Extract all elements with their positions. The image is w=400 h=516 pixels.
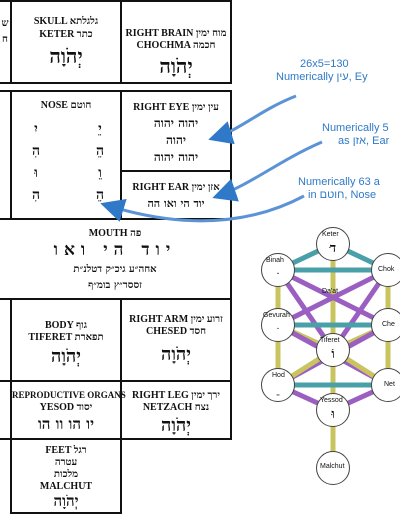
tiferet-name: Tiferet — [320, 337, 340, 344]
nose-letter: הִ — [31, 143, 41, 159]
sefira-keter-node: Keter ּד — [316, 227, 350, 261]
nose-right-column: יֵ הֵ וֵ הֵ — [90, 118, 110, 206]
nose-annotation-line2: in חוטם, Nose — [308, 189, 377, 201]
netzach-label: NETZACH נצח — [142, 402, 210, 413]
right-brain-divine-name: יְהֹוָה — [159, 54, 193, 78]
gevurah-name: Gevurah — [263, 312, 290, 319]
daat-name: Da'at — [322, 288, 339, 295]
right-eye-line3: יהוה יהוה — [153, 150, 199, 164]
chesed-label: CHESED חסד — [145, 326, 207, 337]
nose-letter: הִ — [31, 187, 41, 203]
reproductive-label: REPRODUCTIVE ORGANS — [12, 390, 126, 400]
nose-letter: וּ — [34, 165, 38, 181]
nose-annotation: Numerically 63 a in חוטם, Nose — [298, 176, 400, 202]
chesed-name: Che — [382, 321, 395, 328]
reproductive-divine-name: יו הו וו הו — [37, 415, 95, 433]
right-leg-label: RIGHT LEG ירך ימין — [132, 390, 220, 401]
malchut-hebrew-label: מלכות — [53, 469, 79, 480]
sefira-malchut-node: Malchut — [316, 451, 350, 485]
left-partial-label: ש — [1, 18, 9, 29]
yesod-name: Yessod — [320, 397, 343, 404]
eye-annotation-line1: 26x5=130 — [300, 58, 349, 70]
malchut-label: MALCHUT — [39, 481, 93, 492]
ear-annotation-line1: Numerically 5 — [322, 122, 389, 134]
right-eye-label: RIGHT EYE עין ימין — [133, 102, 219, 113]
feet-label: FEET רגל — [45, 445, 87, 456]
right-eye-line1: יהוה יהוה — [153, 116, 199, 130]
nose-label: NOSE חוטם — [40, 100, 92, 111]
chochma-name: Chok — [378, 266, 395, 273]
hod-glyph: ֵ — [262, 381, 294, 397]
eye-annotation: 26x5=130 Numerically עין, Ey — [242, 58, 400, 84]
skull-label: SKULL גלגלתא — [33, 16, 99, 27]
ear-annotation-line2: as אזן, Ear — [338, 135, 390, 147]
malchut-name: Malchut — [320, 463, 345, 470]
tiferet-label: TIFERET תפארת — [28, 332, 104, 343]
mouth-line1: יוד הי ואו — [53, 240, 177, 260]
nose-left-column: יִ הִ וּ הִ — [26, 118, 46, 206]
eye-annotation-line2: Numerically עין, Ey — [276, 71, 368, 83]
skull-divine-name: יְהֹוָה — [49, 44, 83, 68]
body-divine-name: יְהֹוָה — [50, 346, 82, 367]
sefira-chesed-node: Che — [371, 308, 400, 342]
sefira-daat-label: Da'at — [322, 288, 338, 295]
ear-annotation: Numerically 5 as אזן, Ear — [322, 122, 400, 148]
keter-label: KETER כתר — [39, 29, 93, 40]
mouth-line2: אחה״ע גיכ״ק דטלנ״ת — [73, 264, 157, 275]
sefira-netzach-node: Net — [371, 368, 400, 402]
sefira-tiferet-node: Tiferet וֹ — [316, 333, 350, 367]
nose-letter: הֵ — [95, 187, 105, 203]
right-leg-divine-name: יְהֹוָה — [160, 415, 192, 436]
right-arm-label: RIGHT ARM זרוע ימין — [129, 314, 223, 325]
right-eye-line2: יהוה — [165, 133, 187, 147]
mouth-line3: זססר״ץ בומ״ף — [88, 280, 142, 291]
sefira-gevurah-node: Gevurah ּ — [261, 308, 295, 342]
left-partial-label2: ח — [2, 34, 8, 45]
netzach-name: Net — [384, 381, 395, 388]
binah-glyph: ּּ — [262, 266, 294, 282]
chochma-label: CHOCHMA חכמה — [136, 40, 216, 51]
yesod-label: YESOD יסוד — [39, 402, 93, 413]
feet-malchut-cell: FEET רגל עטרה מלכות MALCHUT יְהֹוָה — [10, 438, 122, 514]
nose-annotation-line1: Numerically 63 a — [298, 176, 380, 188]
nose-letter: יֵ — [98, 121, 102, 137]
mouth-label: MOUTH פה — [88, 228, 142, 239]
yesod-glyph: וּ — [331, 407, 335, 422]
keter-name: Keter — [322, 231, 339, 238]
sefira-hod-node: Hod ֵ — [261, 368, 295, 402]
keter-glyph: ּד — [329, 241, 337, 256]
right-arm-divine-name: יְהֹוָה — [160, 344, 192, 365]
nose-letter: הֵ — [95, 143, 105, 159]
nose-letter: יִ — [34, 121, 38, 137]
right-leg-netzach-cell: RIGHT LEG ירך ימין NETZACH נצח יְהֹוָה — [120, 380, 232, 440]
separator-band — [0, 82, 232, 92]
sefira-binah-node: Binah ּּ — [261, 253, 295, 287]
right-eye-cell: RIGHT EYE עין ימין יהוה יהוה יהוה יהוה י… — [120, 90, 232, 172]
sefira-yesod-node: Yessod וּ — [316, 393, 350, 427]
right-ear-label: RIGHT EAR אזן ימין — [132, 182, 220, 193]
gevurah-glyph: ּ — [262, 321, 294, 337]
tiferet-glyph: וֹ — [331, 347, 335, 362]
right-brain-chochma-cell: RIGHT BRAIN מוח ימין CHOCHMA חכמה יְהֹוָ… — [120, 0, 232, 84]
hod-name: Hod — [272, 372, 285, 379]
nose-letter: וֵ — [98, 165, 102, 181]
atarah-label: עטרה — [54, 457, 78, 468]
feet-divine-name: יְהֹוָה — [53, 492, 79, 510]
body-label: BODY גוף — [44, 320, 88, 331]
right-brain-label: RIGHT BRAIN מוח ימין — [125, 28, 227, 39]
binah-name: Binah — [266, 257, 284, 264]
sefira-chochma-node: Chok — [371, 253, 400, 287]
